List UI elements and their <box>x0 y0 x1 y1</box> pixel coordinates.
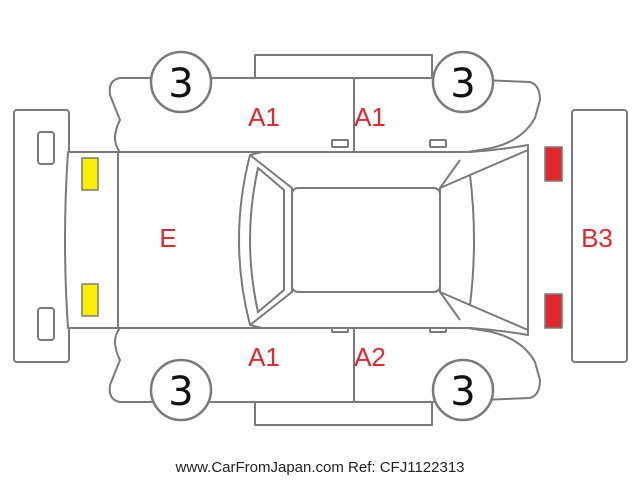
front-bumper <box>13 109 70 363</box>
footer-reference-text: www.CarFromJapan.com Ref: CFJ1122313 <box>175 459 465 476</box>
damage-label-hood: E <box>159 223 176 253</box>
damage-label-left-front-door: A1 <box>248 342 280 372</box>
tire-rear-right-value: 3 <box>450 61 475 107</box>
damage-label-right-front-door: A1 <box>248 102 280 132</box>
damage-label-right-rear-door: A1 <box>354 102 386 132</box>
front-headlight-mark-bottom <box>81 283 99 317</box>
damage-label-rear: B3 <box>581 223 613 253</box>
car-body-top-view <box>64 144 529 336</box>
rear-bumper <box>571 109 628 363</box>
rear-light-mark-bottom <box>544 293 563 329</box>
tire-front-right-value: 3 <box>168 61 193 107</box>
tire-rear-right: 3 <box>431 50 495 114</box>
tire-rear-left: 3 <box>431 358 495 422</box>
tire-front-right: 3 <box>149 50 213 114</box>
front-headlight-mark-top <box>81 157 99 191</box>
tire-front-left: 3 <box>149 358 213 422</box>
rear-light-mark-top <box>544 146 563 182</box>
tire-rear-left-value: 3 <box>450 369 475 415</box>
damage-label-left-rear-door: A2 <box>354 342 386 372</box>
tire-front-left-value: 3 <box>168 369 193 415</box>
